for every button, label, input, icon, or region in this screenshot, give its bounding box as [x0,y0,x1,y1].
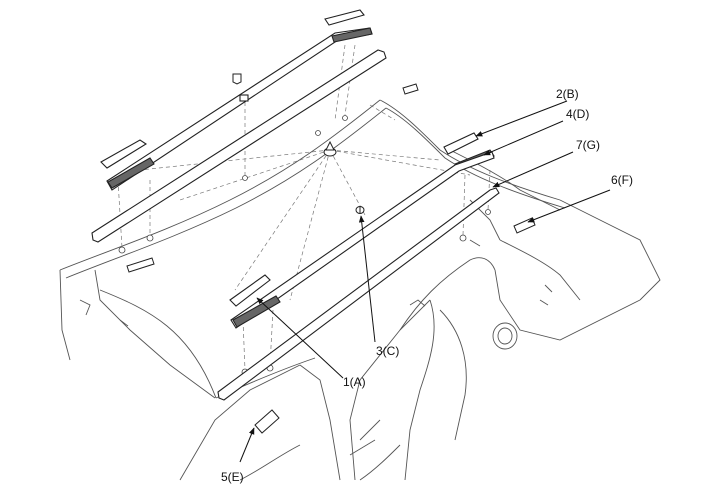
callout-5e: 5(E) [221,470,244,484]
leader-5e [239,427,255,463]
dashed-guide-lines [117,44,491,371]
fastener-c [355,206,365,214]
left-roof-rail-group [91,9,387,243]
leader-7g [492,151,574,188]
leader-1a [256,297,344,379]
vehicle-body [59,99,661,481]
leader-3c [358,215,376,343]
right-roof-rail-group [217,132,500,401]
part-e [254,409,280,434]
leader-6f [527,189,611,223]
leader-lines [239,100,611,463]
callout-6f: 6(F) [611,173,633,187]
leader-2b [475,100,568,137]
callout-3c: 3(C) [376,344,400,358]
clip-top [232,73,242,85]
callout-4d: 4(D) [566,107,590,121]
roof-antenna-mount [323,140,337,157]
callout-7g: 7(G) [576,138,600,152]
callout-1a: 1(A) [343,375,366,389]
small-cover-top-right [402,83,419,95]
small-cover-left [126,257,155,273]
callout-2b: 2(B) [556,87,579,101]
leader-4d [483,120,564,156]
